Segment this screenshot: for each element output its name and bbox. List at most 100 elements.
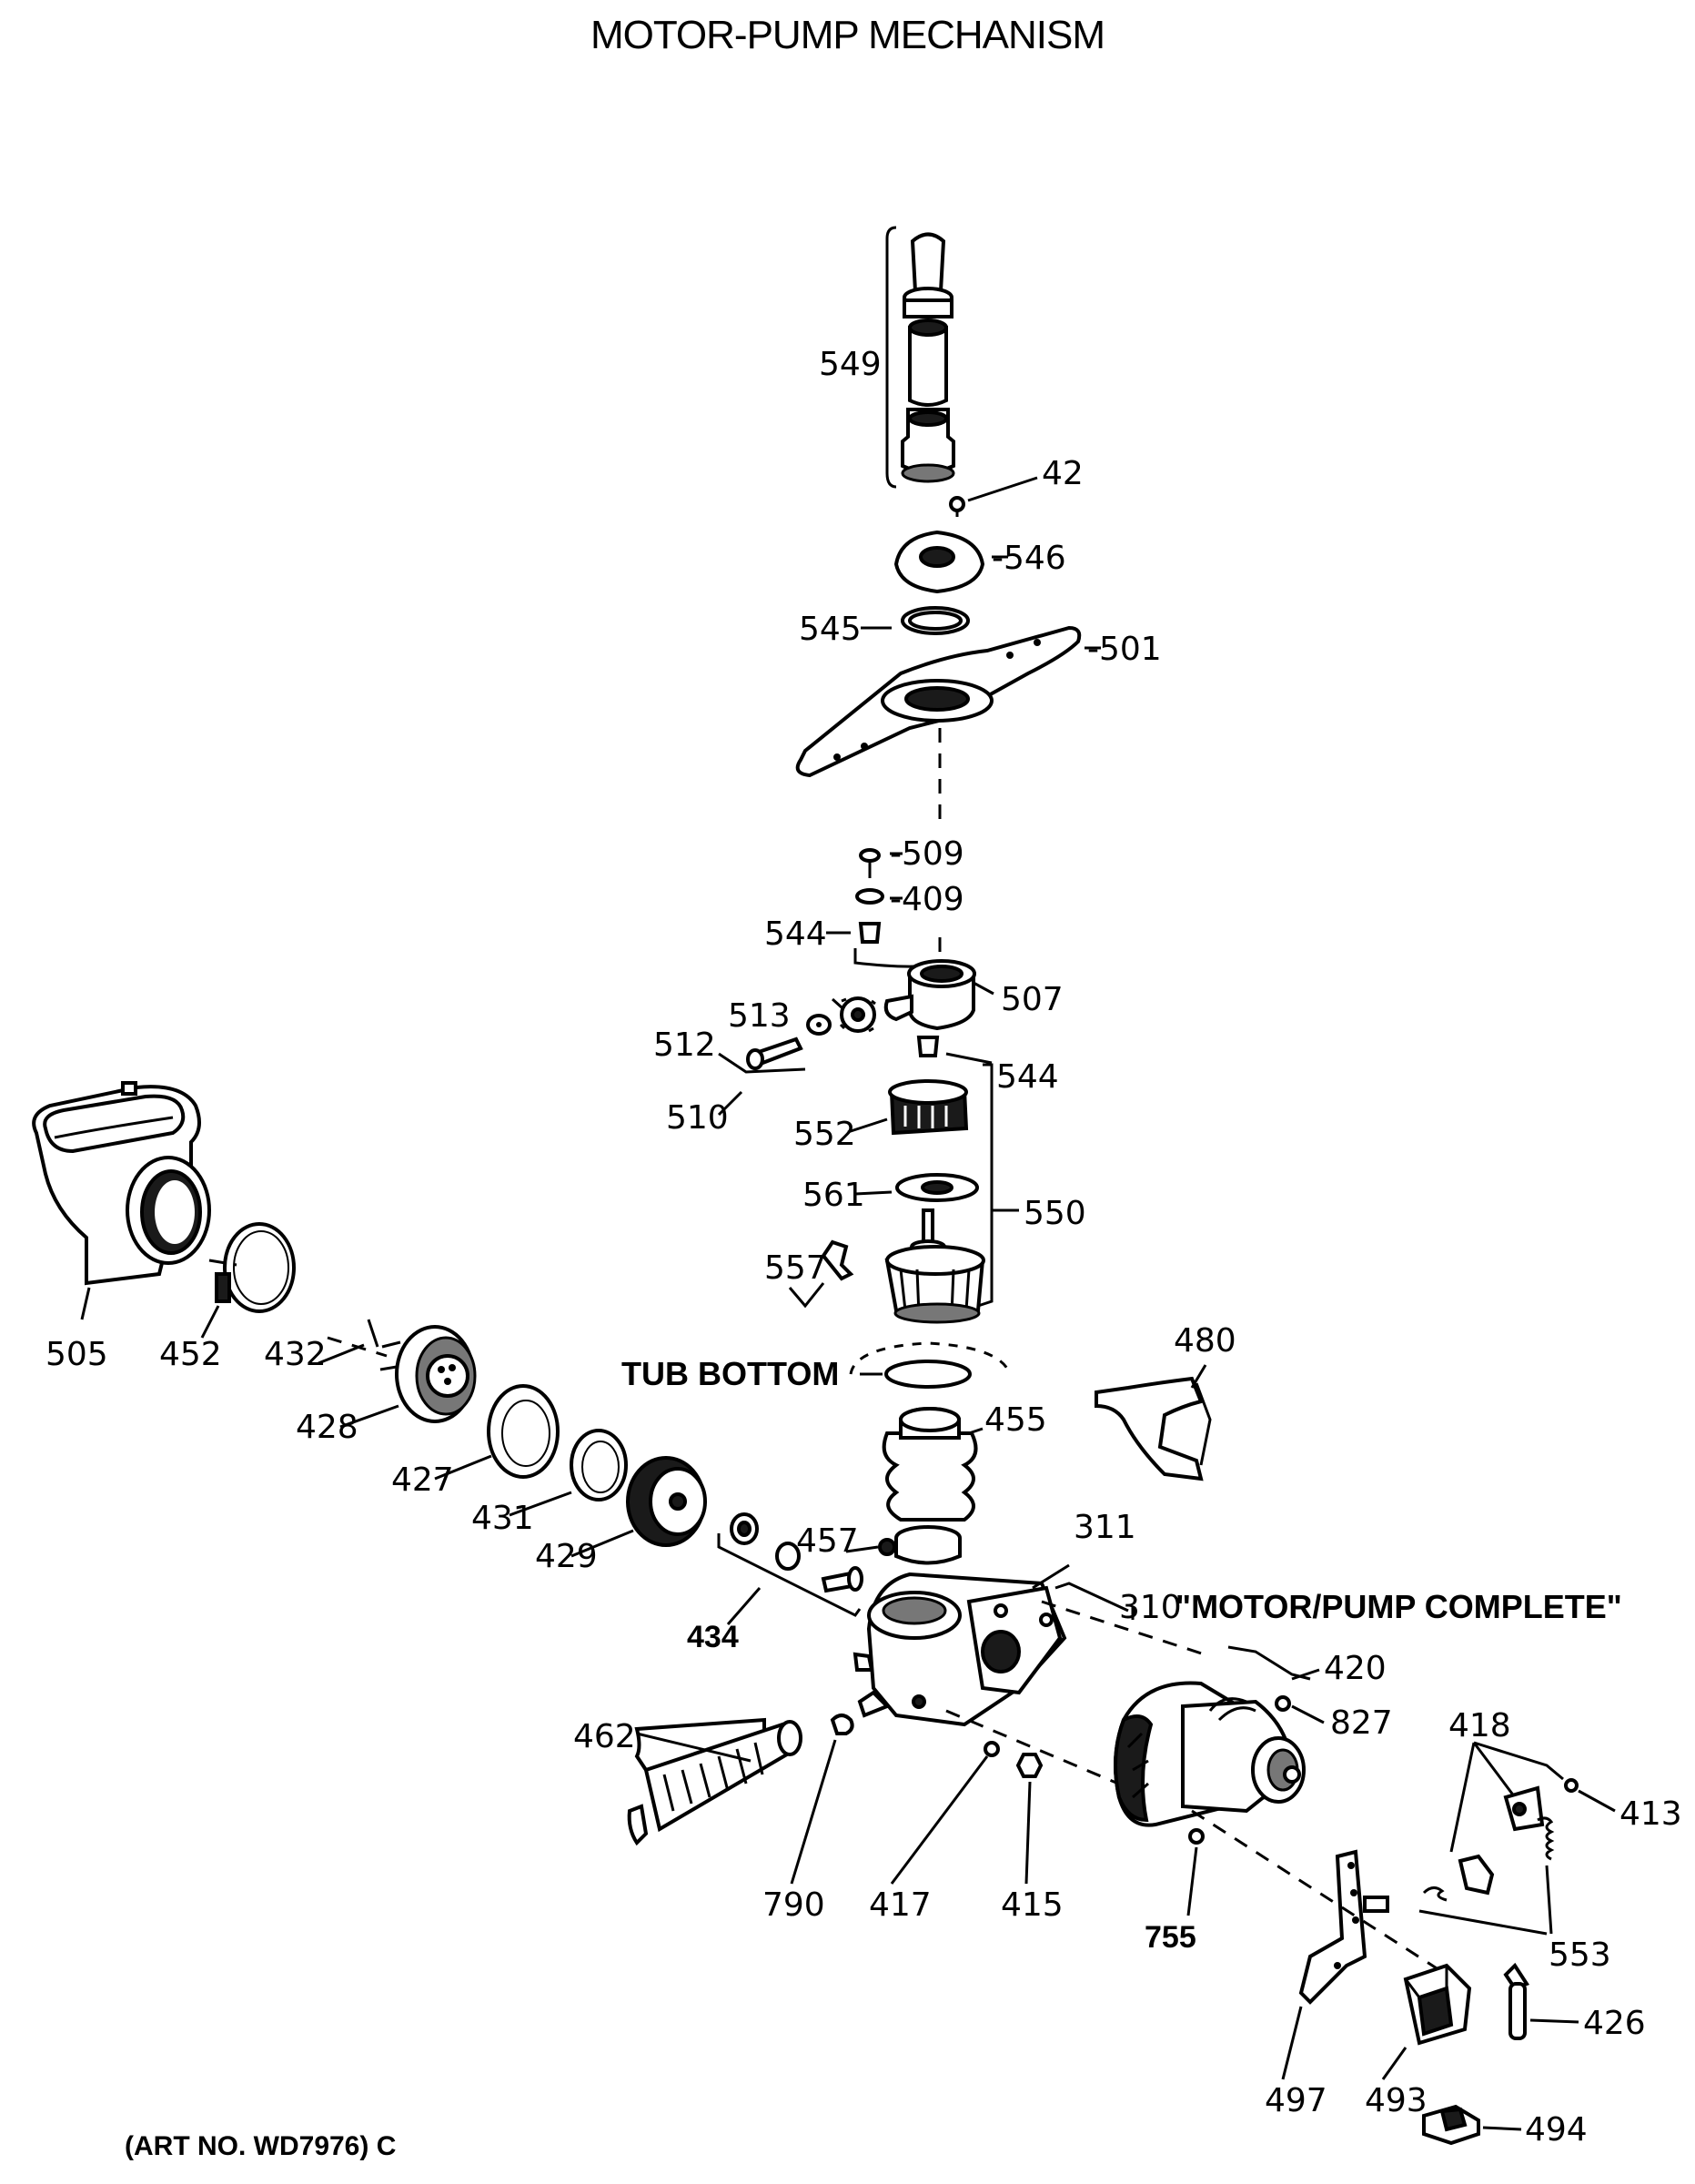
part-434-kit	[717, 1512, 863, 1625]
label-513: 513	[728, 997, 791, 1035]
label-452: 452	[159, 1336, 222, 1373]
label-544-upper: 544	[764, 915, 827, 953]
part-497-bracket	[1281, 1849, 1389, 2080]
diagram-title: MOTOR-PUMP MECHANISM	[590, 13, 1105, 57]
label-501: -501	[1087, 631, 1162, 668]
axis-left-1	[208, 1259, 237, 1267]
part-427-screen	[434, 1384, 560, 1481]
part-432-spring	[318, 1319, 379, 1365]
part-462-hose	[627, 1717, 802, 1846]
part-510-shaft-bolt	[717, 1036, 803, 1117]
label-510: 510	[666, 1099, 729, 1137]
part-501-spray-arm	[795, 625, 1101, 778]
part-452-clamp	[200, 1222, 296, 1339]
part-480-shroud	[1095, 1364, 1212, 1481]
bracket-310	[1054, 1582, 1135, 1620]
label-552: 552	[793, 1116, 856, 1153]
label-480: 480	[1174, 1322, 1236, 1360]
part-493-relay	[1381, 1963, 1472, 2080]
label-409: -409	[890, 881, 964, 918]
part-552-drive-gear	[847, 1079, 969, 1136]
label-310: 310	[1119, 1589, 1182, 1626]
part-420-wire	[1227, 1645, 1320, 1681]
art-number: (ART NO. WD7976) C	[125, 2131, 396, 2161]
part-415-nut	[1015, 1753, 1044, 1885]
part-409-washer	[855, 888, 903, 905]
label-415: 415	[1001, 1886, 1064, 1924]
label-462: 462	[573, 1718, 636, 1755]
part-417-washer	[890, 1741, 1000, 1885]
label-413: 413	[1619, 1795, 1682, 1833]
part-429-impeller	[570, 1456, 707, 1558]
label-311: 311	[1074, 1509, 1136, 1546]
label-497: 497	[1265, 2082, 1327, 2119]
label-509: -509	[890, 835, 964, 873]
label-561: 561	[802, 1177, 865, 1214]
label-507: 507	[1001, 981, 1064, 1018]
label-427: 427	[391, 1461, 454, 1499]
label-545: 545	[799, 611, 862, 648]
part-428-disposer	[339, 1325, 477, 1429]
part-755-screw	[1186, 1828, 1205, 1916]
part-42-screw	[949, 476, 1038, 517]
part-553-springs	[1418, 1816, 1555, 1936]
part-557-clip	[788, 1239, 854, 1309]
label-512: 512	[653, 1026, 716, 1064]
part-505-sump-housing	[32, 1081, 211, 1320]
label-434: 434	[687, 1620, 739, 1654]
part-513-impeller-gear	[831, 996, 876, 1033]
axis-left-2	[327, 1336, 388, 1358]
part-512-washer	[718, 1014, 832, 1074]
label-790: 790	[762, 1886, 825, 1924]
part-549-tube-assembly	[885, 226, 955, 489]
part-457-clamp	[845, 1525, 962, 1565]
label-493: 493	[1365, 2082, 1428, 2119]
label-755: 755	[1145, 1920, 1196, 1955]
part-550-pump-body	[884, 1208, 985, 1324]
label-494: 494	[1525, 2111, 1588, 2149]
part-418-lever-set	[1449, 1741, 1564, 1896]
part-310-motor	[1114, 1681, 1306, 1827]
label-550: 550	[1024, 1195, 1086, 1232]
label-432: 432	[264, 1336, 327, 1373]
part-509-screw	[859, 848, 903, 878]
part-431-ring	[509, 1429, 628, 1517]
label-42: 42	[1042, 455, 1084, 492]
part-507-manifold	[883, 959, 994, 1031]
label-428: 428	[296, 1409, 358, 1446]
label-557: 557	[764, 1249, 827, 1287]
label-418: 418	[1448, 1707, 1511, 1744]
part-827-screw	[1275, 1695, 1325, 1724]
label-544-lower: 544	[996, 1058, 1059, 1096]
part-311-pump-housing	[853, 1563, 1070, 1727]
tub-bottom-gasket	[849, 1341, 1012, 1389]
part-546-hub-cap	[893, 530, 1008, 594]
part-544-lower-bushing	[916, 1036, 993, 1065]
bracket-550	[977, 1063, 994, 1308]
label-429: 429	[535, 1538, 598, 1575]
part-790-clip	[790, 1714, 854, 1885]
part-413-clip	[1564, 1778, 1616, 1813]
part-544-upper-bushing	[826, 922, 882, 944]
label-546: -546	[992, 540, 1066, 577]
label-455: 455	[984, 1401, 1047, 1439]
label-431: 431	[471, 1500, 534, 1537]
label-553: 553	[1549, 1936, 1611, 1974]
label-827: 827	[1330, 1704, 1393, 1742]
part-494-cover	[1422, 2104, 1522, 2146]
motor-pump-complete-label: "MOTOR/PUMP COMPLETE"	[1175, 1588, 1622, 1625]
label-505: 505	[45, 1336, 108, 1373]
part-561-washer	[854, 1173, 979, 1202]
label-420: 420	[1324, 1650, 1387, 1687]
axis-pump-upper	[1041, 1600, 1211, 1658]
label-417: 417	[869, 1886, 932, 1924]
tub-bottom-label: TUB BOTTOM	[621, 1355, 839, 1392]
label-457: 457	[796, 1522, 859, 1560]
label-426: 426	[1583, 2005, 1646, 2042]
label-549: 549	[819, 346, 882, 383]
part-426-pin	[1503, 1962, 1579, 2040]
part-455-boot	[882, 1407, 984, 1522]
part-545-ring	[861, 606, 970, 635]
